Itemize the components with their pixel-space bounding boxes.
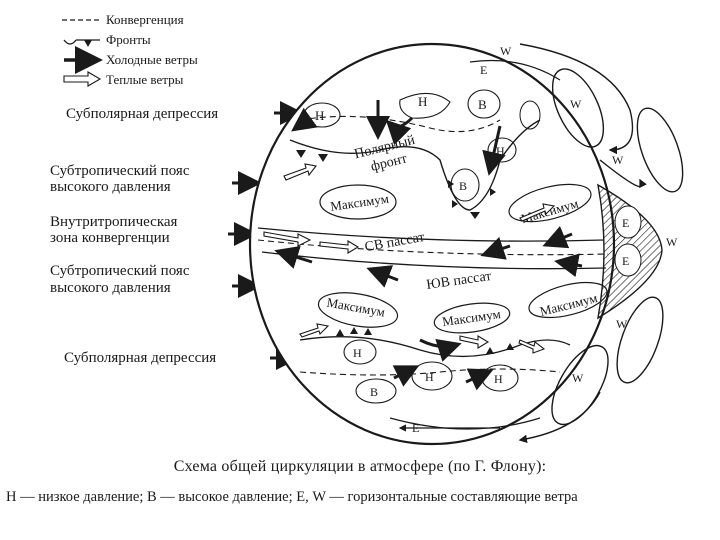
maximum-north-left — [319, 184, 397, 220]
label-west-3: W — [616, 317, 628, 331]
cold-wind-arrows — [274, 100, 583, 391]
label-subtropic-north-2: высокого давления — [50, 179, 171, 195]
label-low-sw: Н — [353, 346, 362, 360]
label-west-2: W — [612, 153, 624, 167]
label-subpolar-north: Субполярная депрессия — [66, 106, 218, 122]
label-east-north: Е — [480, 63, 487, 77]
label-west-1: W — [570, 97, 582, 111]
north-east-band — [469, 59, 561, 81]
diagram-caption: Схема общей циркуляции в атмосфере (по Г… — [173, 458, 547, 475]
loop-ne-inner — [551, 68, 605, 148]
label-low-s: Н — [425, 370, 434, 384]
warm-wind-arrows — [263, 163, 556, 354]
label-high-center: В — [459, 179, 467, 193]
high-cell-s — [355, 378, 397, 404]
high-cell-n — [467, 89, 501, 119]
label-low-se: Н — [494, 372, 503, 386]
label-west-north: W — [500, 44, 512, 58]
low-cell-n — [399, 92, 451, 119]
legend-fronts: Фронты — [106, 32, 151, 47]
polar-convergence-north — [299, 115, 501, 133]
front-teeth-north — [296, 150, 496, 219]
globe: Е Е W Н Н В Н В Полярный фронт — [248, 42, 678, 446]
loop-s — [551, 344, 609, 426]
wedge-label-e-lower: Е — [622, 254, 629, 268]
south-east-band — [389, 417, 541, 430]
wedge-label-e-upper: Е — [622, 216, 629, 230]
label-high-n: В — [478, 97, 487, 112]
maximum-south-left — [317, 292, 399, 328]
low-cell-sw — [343, 339, 377, 365]
loop-se — [616, 296, 664, 384]
label-high-s: В — [370, 385, 378, 399]
maximum-south-right — [528, 281, 608, 319]
warm-wind-legend-arrow — [63, 71, 102, 87]
zone-labels: Субполярная депрессия Субтропический поя… — [50, 101, 304, 370]
label-low-n: Н — [418, 94, 427, 109]
polar-convergence-south — [299, 368, 561, 376]
globe-outline — [248, 42, 616, 446]
front-teeth-south — [336, 327, 514, 354]
label-east-south: Е — [412, 421, 419, 435]
label-west-4: W — [572, 371, 584, 385]
legend-warm-winds: Теплые ветры — [106, 72, 184, 87]
label-subtropic-south-2: высокого давления — [50, 280, 171, 296]
loop-s-arrow — [518, 391, 601, 443]
wedge-cell-upper — [614, 205, 642, 239]
wedge-label-w: W — [666, 235, 678, 249]
wedge-cell-lower — [614, 243, 642, 277]
front-legend-icon — [63, 39, 100, 47]
label-itcz-1: Внутритропическая — [50, 214, 178, 230]
legend-cold-winds: Холодные ветры — [106, 52, 198, 67]
label-itcz-2: зона конвергенции — [50, 230, 170, 246]
label-low-ne: Н — [496, 144, 505, 158]
label-subpolar-south: Субполярная депрессия — [64, 350, 216, 366]
high-cell-center — [450, 168, 480, 202]
loop-ne-outer — [519, 43, 634, 155]
maximum-south-center — [433, 302, 511, 334]
loop-e-upper — [599, 159, 647, 189]
loop-e — [636, 107, 684, 193]
legend-convergence: Конвергенция — [106, 12, 184, 27]
west-loops — [518, 43, 684, 443]
label-subtropic-south-1: Субтропический пояс — [50, 263, 190, 279]
maximum-north-right — [508, 183, 592, 223]
label-low-nw: Н — [315, 108, 324, 123]
small-cell-ne — [519, 100, 541, 130]
label-subtropic-north-1: Субтропический пояс — [50, 163, 190, 179]
legend: Конвергенция Фронты Холодные ветры Теплы… — [62, 12, 198, 87]
diagram-note: Н — низкое давление; В — высокое давлени… — [6, 489, 578, 505]
